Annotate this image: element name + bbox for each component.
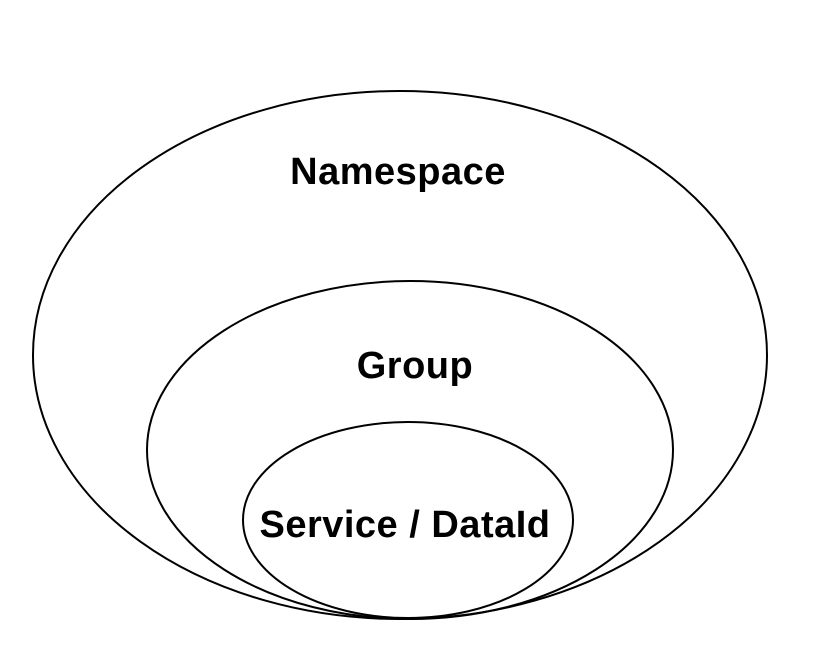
group-label: Group: [357, 345, 473, 387]
namespace-label: Namespace: [290, 151, 506, 193]
group-ellipse: [146, 280, 674, 620]
service-dataid-ellipse: [242, 421, 574, 619]
service-dataid-label: Service / DataId: [259, 504, 550, 546]
